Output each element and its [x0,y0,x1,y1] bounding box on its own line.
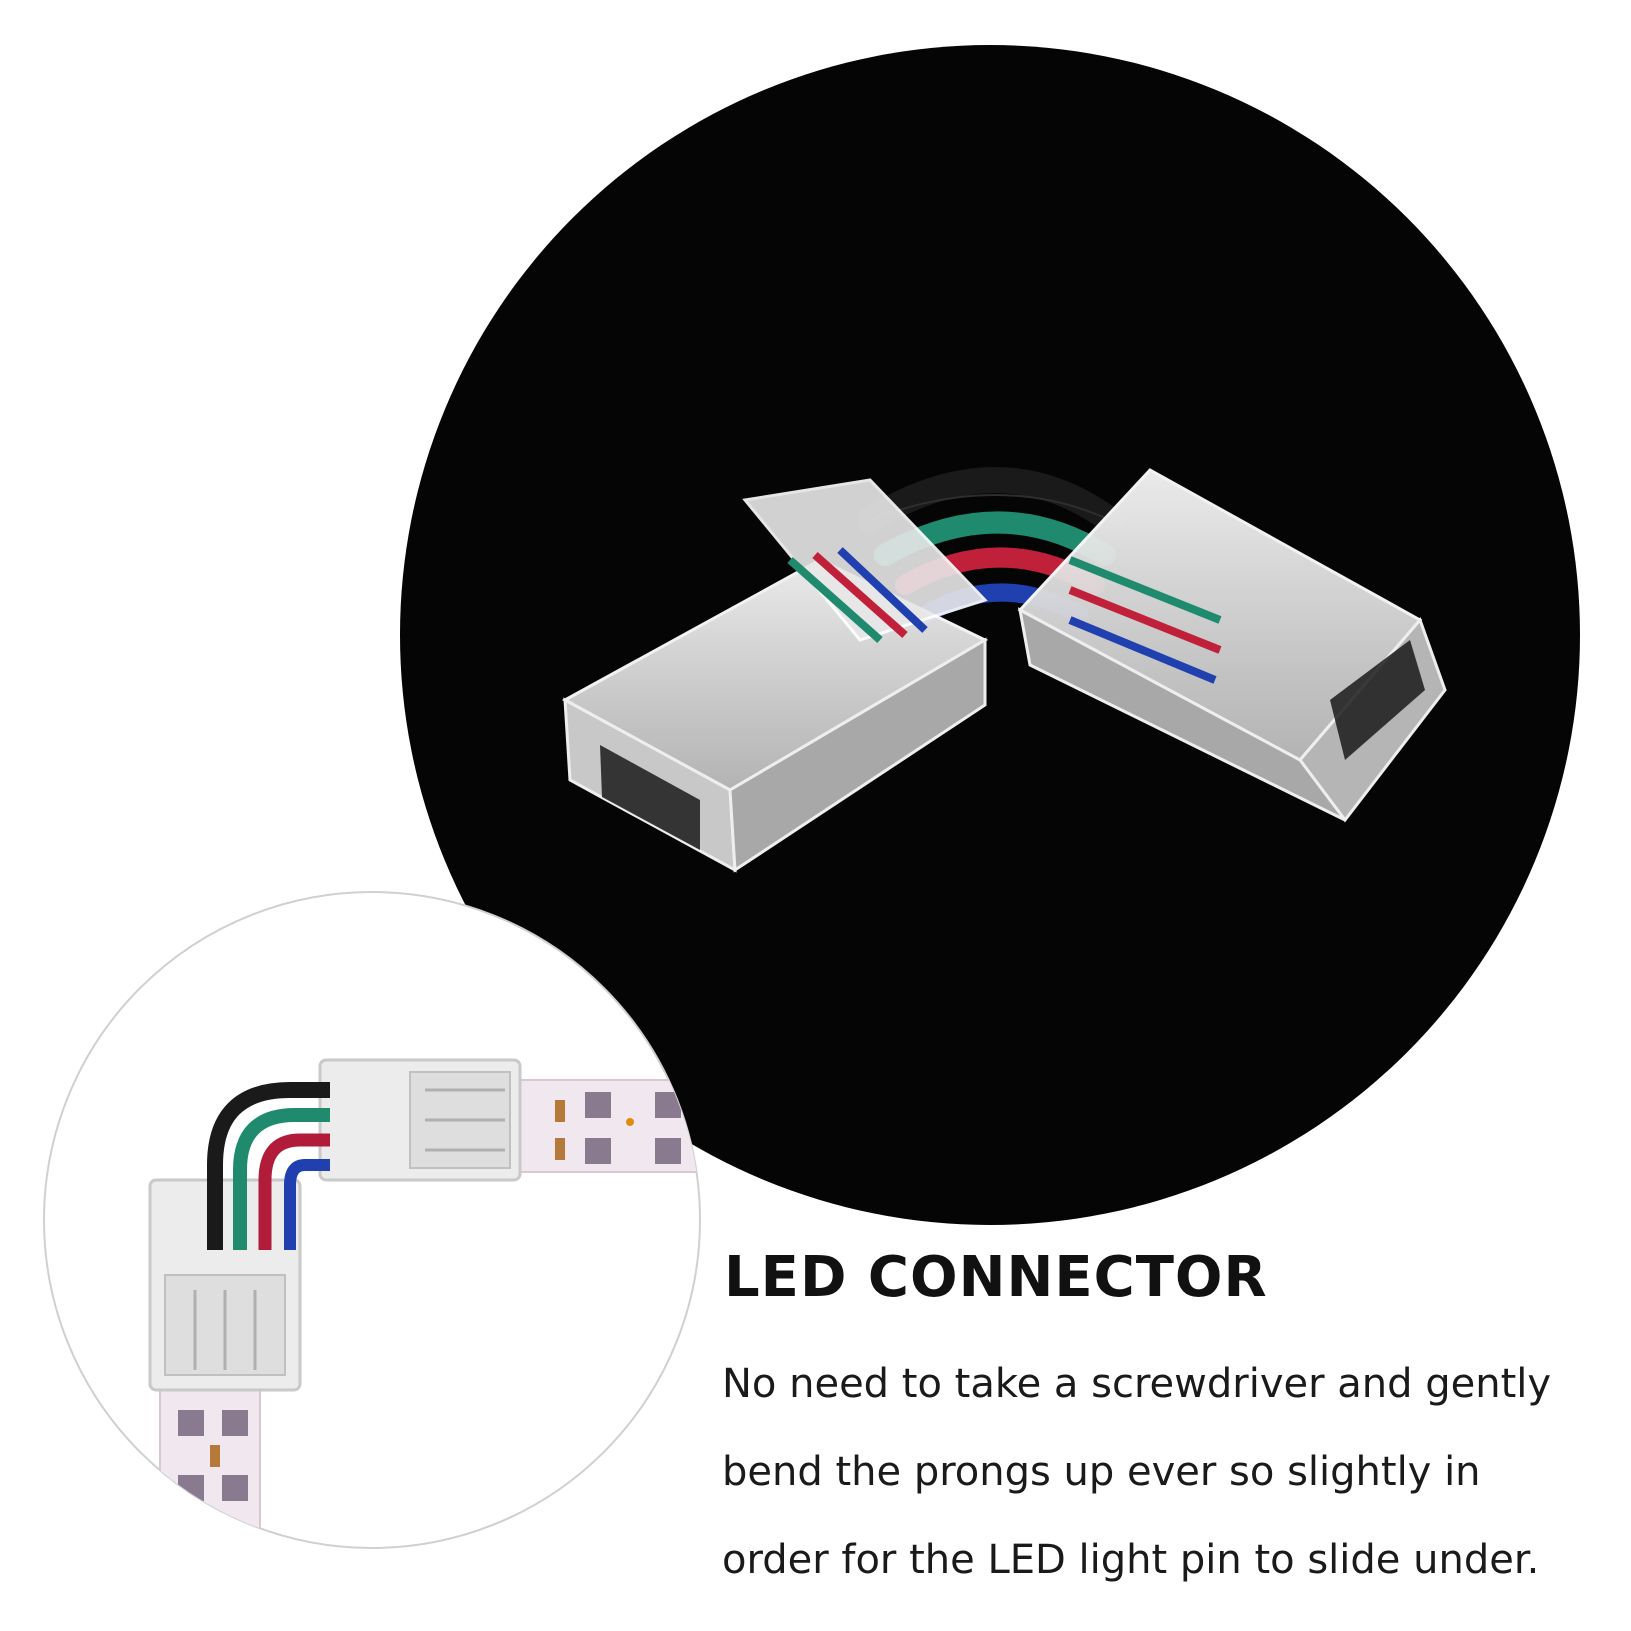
right-connector [1017,468,1447,823]
description-line-2: bend the prongs up ever so slightly in [722,1449,1481,1495]
photo-background-circle [400,45,1580,1225]
description-line-3: order for the LED light pin to slide und… [722,1537,1540,1583]
product-heading: LED CONNECTOR [724,1245,1268,1310]
inset-circle [43,891,701,1549]
inset-wire-blue [284,1159,330,1250]
left-connector [561,478,989,873]
wire-black [857,467,1123,533]
connector-photo [561,467,1447,873]
inset-wire-green [233,1108,330,1250]
inset-wire-red [258,1133,330,1250]
inset-wire-black [207,1082,330,1250]
product-description: No need to take a screwdriver and gently… [722,1340,1602,1604]
inset-photo [148,1058,700,1548]
wire-black-outline [869,494,1111,521]
description-line-1: No need to take a screwdriver and gently [722,1361,1552,1407]
